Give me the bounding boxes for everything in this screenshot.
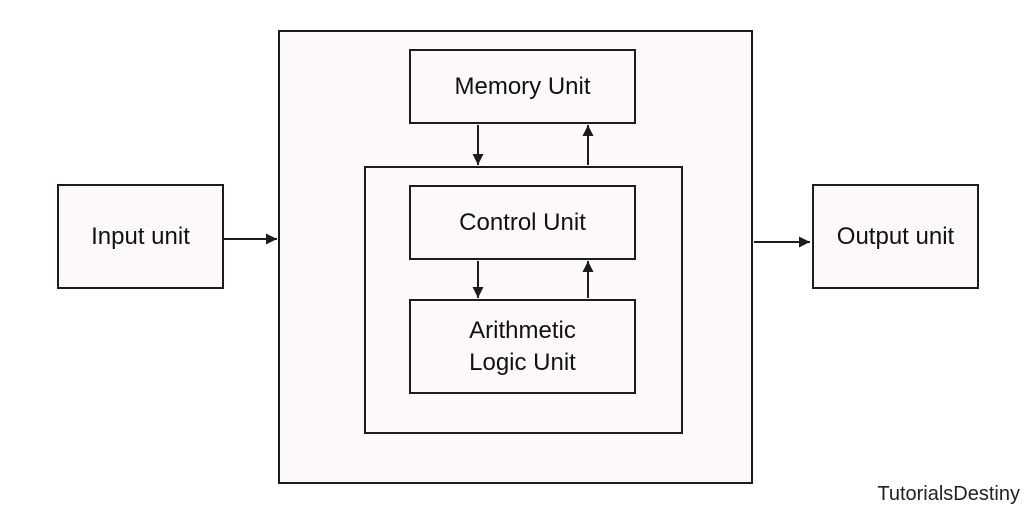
memory-unit-block: Memory Unit — [409, 49, 636, 124]
input-unit-label: Input unit — [91, 222, 190, 250]
watermark-text: TutorialsDestiny — [877, 483, 1020, 505]
memory-unit-label: Memory Unit — [454, 72, 591, 100]
control-unit-block: Control Unit — [409, 185, 636, 260]
input-unit-block: Input unit — [57, 184, 224, 289]
output-unit-block: Output unit — [812, 184, 979, 289]
alu-label-line1: Arithmetic — [469, 316, 576, 344]
output-unit-label: Output unit — [836, 222, 955, 250]
alu-block: Arithmetic Logic Unit — [409, 299, 636, 394]
alu-label-line2: Logic Unit — [469, 348, 576, 376]
control-unit-label: Control Unit — [459, 208, 586, 236]
